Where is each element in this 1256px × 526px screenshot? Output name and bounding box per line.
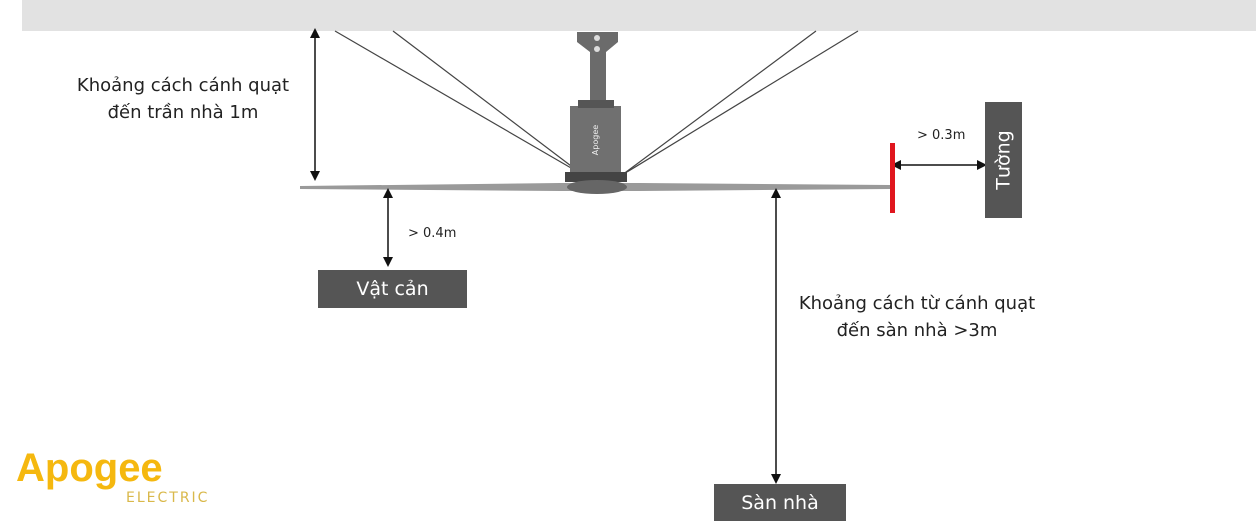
wall-clearance-marker <box>890 143 895 213</box>
ceiling-distance-label: Khoảng cách cánh quạt đến trần nhà 1m <box>76 75 290 123</box>
support-cables <box>334 30 859 176</box>
wall-box: Tường <box>985 102 1022 218</box>
apogee-logo: Apogee ELECTRIC <box>16 448 209 506</box>
floor-distance-label: Khoảng cách từ cánh quạt đến sàn nhà >3m <box>798 293 1036 341</box>
floor-box: Sàn nhà <box>714 484 846 521</box>
logo-brand: Apogee <box>16 446 163 490</box>
svg-text:Apogee: Apogee <box>591 125 600 155</box>
logo-sub: ELECTRIC <box>126 490 210 506</box>
obstacle-distance-label: > 0.4m <box>408 226 457 241</box>
wall-label: Tường <box>992 130 1015 190</box>
wall-distance-label: > 0.3m <box>917 128 966 143</box>
fan-motor: Apogee <box>565 32 627 182</box>
ceiling <box>22 0 1256 31</box>
obstacle-box: Vật cản <box>318 270 467 308</box>
fan-blades <box>300 180 890 194</box>
